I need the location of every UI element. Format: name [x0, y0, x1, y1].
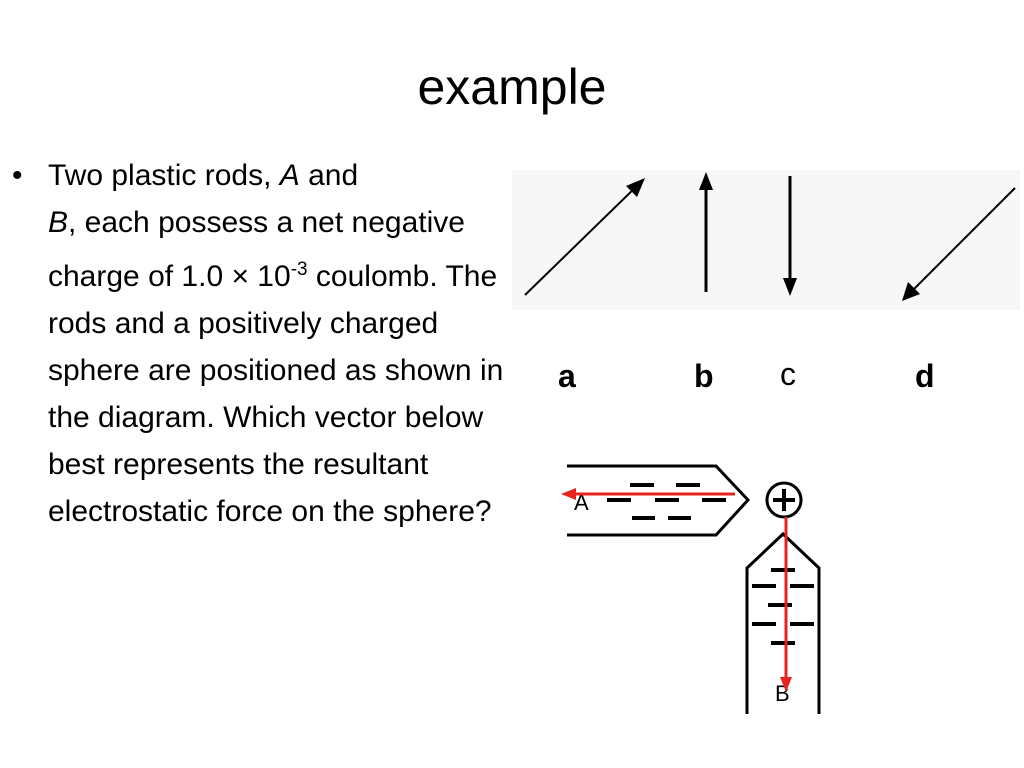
- vector-b-arrow: [699, 172, 713, 292]
- force-arrow-from-rod-b: [780, 517, 792, 692]
- vector-label-c: c: [780, 356, 796, 392]
- slide-title: example: [417, 59, 607, 115]
- question-text-3: , each possess a net negative charge of …: [48, 206, 465, 293]
- positive-sphere: [765, 481, 803, 519]
- bullet-list: • Two plastic rods, A and B, each posses…: [8, 152, 508, 535]
- vector-choices-panel: [512, 170, 1020, 310]
- rod-b: B: [745, 531, 821, 714]
- vector-label-b: b: [694, 358, 714, 394]
- vector-label-d: d: [915, 358, 935, 394]
- rod-a: A: [567, 464, 751, 537]
- question-text-2: and: [299, 159, 359, 192]
- rod-a-name: A: [279, 159, 300, 192]
- force-arrow-from-rod-a: [561, 488, 735, 500]
- bullet-marker: •: [12, 159, 23, 192]
- vector-d-arrow: [902, 187, 1016, 301]
- question-bullet: • Two plastic rods, A and B, each posses…: [8, 152, 508, 535]
- rod-b-name: B: [48, 206, 69, 239]
- vector-c-arrow: [783, 176, 797, 296]
- charge-exponent: -3: [290, 259, 308, 280]
- question-text-4: coulomb. The rods and a positively charg…: [48, 260, 504, 528]
- rod-a-label: A: [574, 490, 589, 515]
- vector-label-a: a: [558, 358, 576, 394]
- question-text-1: Two plastic rods,: [48, 159, 280, 192]
- vector-a-arrow: [524, 178, 645, 296]
